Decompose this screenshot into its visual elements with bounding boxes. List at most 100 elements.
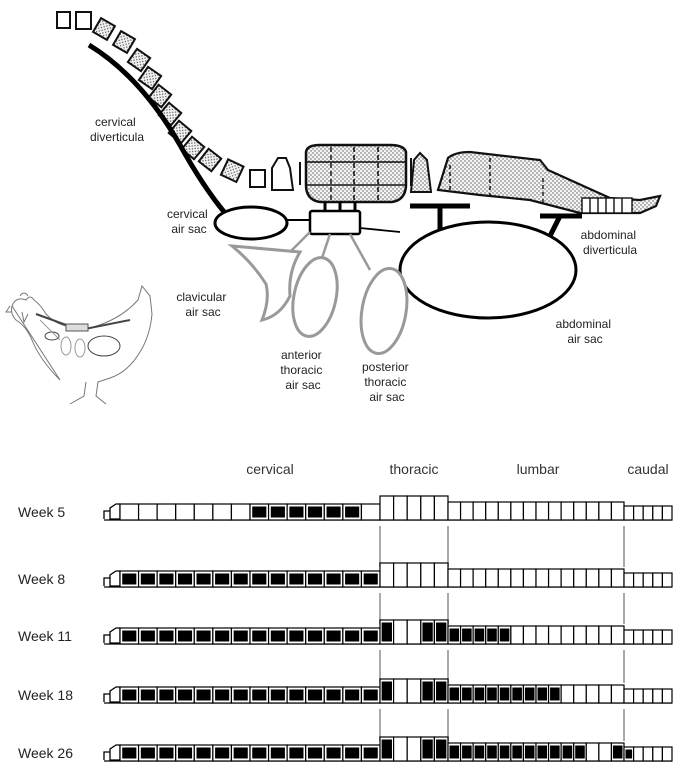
pneumatic-vertebra-mark: [500, 746, 510, 759]
pneumatic-vertebra-mark: [500, 629, 510, 642]
pneumatic-vertebra-mark: [197, 574, 211, 585]
lumbar-vertebra: [599, 569, 612, 587]
pneumatic-vertebra-mark: [327, 748, 341, 759]
lumbar-vertebra: [486, 569, 499, 587]
caudal-vertebra: [643, 747, 653, 761]
thoracic-vertebra: [394, 620, 408, 644]
pneumatic-vertebra-mark: [422, 682, 432, 701]
pneumatic-vertebra-mark: [308, 631, 322, 642]
pneumatic-vertebra-mark: [308, 748, 322, 759]
caudal-vertebra: [634, 689, 644, 703]
pneumatic-vertebra-mark: [289, 631, 303, 642]
caudal-vertebra: [643, 630, 653, 644]
lumbar-vertebra: [599, 502, 612, 520]
pneumatic-vertebra-mark: [525, 688, 535, 701]
thoracic-vertebra: [394, 496, 408, 520]
pneumatic-vertebra-mark: [382, 623, 392, 642]
pneumatic-vertebra-mark: [475, 746, 485, 759]
thoracic-vertebra: [407, 563, 421, 587]
pneumatic-vertebra-mark: [462, 746, 472, 759]
lumbar-vertebra: [586, 743, 599, 761]
pneumatic-vertebra-mark: [289, 690, 303, 701]
label-line: abdominal: [556, 317, 611, 331]
pneumatic-vertebra-mark: [327, 690, 341, 701]
caudal-vertebra: [624, 573, 634, 587]
caudal-vertebra: [643, 689, 653, 703]
pneumatic-vertebra-mark: [345, 631, 359, 642]
pneumatic-vertebra-mark: [159, 690, 173, 701]
pneumatic-vertebra-mark: [271, 507, 285, 518]
cervical-vertebra: [57, 12, 70, 28]
pneumatic-vertebra-mark: [364, 748, 378, 759]
cervical-vertebra: [157, 504, 176, 520]
pneumatic-vertebra-mark: [487, 629, 497, 642]
label-line: air sac: [369, 390, 404, 404]
pneumatic-vertebra-mark: [178, 574, 192, 585]
region-heading-cervical: cervical: [246, 461, 293, 477]
pneumatic-vertebra-mark: [215, 631, 229, 642]
pneumatic-vertebra-mark: [215, 574, 229, 585]
pneumatic-vertebra-mark: [512, 688, 522, 701]
lumbar-vertebra: [536, 626, 549, 644]
pneumatic-vertebra-mark: [364, 690, 378, 701]
lumbar-vertebra: [574, 502, 587, 520]
caudal-vertebra: [662, 747, 672, 761]
caudal-vertebra: [634, 506, 644, 520]
label-line: thoracic: [364, 375, 406, 389]
pneumatic-vertebra-mark: [308, 507, 322, 518]
lumbar-vertebra: [549, 502, 562, 520]
pneumatic-vertebra-mark: [159, 631, 173, 642]
lumbar-vertebra: [561, 569, 574, 587]
caudal-vertebra: [643, 573, 653, 587]
pneumaticity-chart: cervical thoracic lumbar caudal Week 5We…: [18, 461, 672, 761]
pneumatic-vertebra-mark: [475, 688, 485, 701]
lumbar-vertebra: [599, 743, 612, 761]
thoracic-vertebra: [407, 737, 421, 761]
pneumatic-vertebra-mark: [450, 629, 460, 642]
pneumatic-vertebra-mark: [252, 748, 266, 759]
thoracic-vertebra: [394, 737, 408, 761]
pneumatic-vertebra-mark: [271, 574, 285, 585]
lumbar-vertebra: [448, 569, 461, 587]
thoracic-vertebra: [434, 563, 448, 587]
label-clavicular-air-sac: clavicular air sac: [176, 290, 229, 319]
pneumatic-vertebra-mark: [271, 690, 285, 701]
caudal-vertebra: [624, 689, 634, 703]
lumbar-vertebra: [599, 626, 612, 644]
lumbar-vertebra: [599, 685, 612, 703]
lumbar-vertebra: [549, 626, 562, 644]
label-line: air sac: [171, 222, 206, 236]
pneumatic-vertebra-mark: [178, 631, 192, 642]
pneumatic-vertebra-mark: [345, 507, 359, 518]
pneumatic-vertebra-mark: [308, 574, 322, 585]
abdominal-air-sac: [400, 222, 576, 318]
lumbar-vertebra: [511, 569, 524, 587]
pneumatic-vertebra-mark: [364, 574, 378, 585]
pneumatic-vertebra-mark: [382, 682, 392, 701]
lung-box: [310, 211, 360, 234]
lumbar-vertebra: [611, 502, 624, 520]
caudal-vertebra: [653, 573, 663, 587]
cervical-diverticula-line: [89, 45, 225, 213]
cervical-vertebra: [221, 159, 244, 182]
pneumatic-vertebra-mark: [525, 746, 535, 759]
cervical-vertebrae-column: [93, 18, 243, 182]
lumbar-vertebra: [473, 569, 486, 587]
caudal-vertebra: [624, 630, 634, 644]
cervical-vertebra: [139, 504, 158, 520]
caudal-vertebra: [653, 630, 663, 644]
thoracic-vertebra: [394, 679, 408, 703]
pneumatic-vertebra-mark: [308, 690, 322, 701]
lumbar-vertebra: [511, 626, 524, 644]
pneumatic-vertebra-mark: [436, 623, 446, 642]
pneumatic-vertebra-mark: [462, 688, 472, 701]
label-line: air sac: [185, 305, 220, 319]
pneumatic-vertebra-mark: [234, 748, 248, 759]
label-line: abdominal: [581, 228, 636, 242]
caudal-vertebra: [653, 506, 663, 520]
lumbar-vertebra: [498, 502, 511, 520]
pneumatic-vertebra-mark: [487, 688, 497, 701]
label-line: thoracic: [280, 363, 322, 377]
skull-marker: [104, 628, 120, 643]
